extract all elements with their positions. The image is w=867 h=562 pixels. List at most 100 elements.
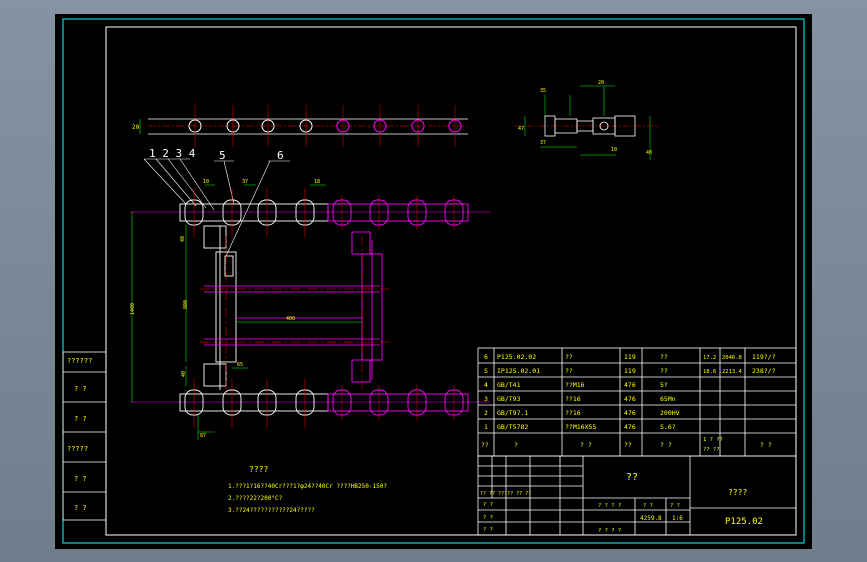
parts-table-grid: [477, 347, 797, 457]
parts-cell-no: 1: [484, 423, 488, 431]
parts-cell-total-weight: 2046.8: [722, 355, 742, 361]
parts-cell-material: 200HV: [660, 409, 680, 417]
note-line: 1.???1?16??40Cr???1?φ24??40Cr ????HB250-…: [228, 483, 387, 490]
parts-cell-name: ??M16X55: [565, 423, 596, 431]
stage-label: ? ? ? ?: [598, 503, 621, 509]
parts-cell-qty: 476: [624, 423, 636, 431]
side-label: ?????: [67, 445, 88, 453]
parts-cell-unit-weight: 18.6: [703, 369, 716, 375]
note-line: 2.????22?200°C?: [228, 495, 283, 502]
parts-cell-code: IP125.02.01: [497, 367, 540, 375]
parts-cell-note: 119?/?: [752, 353, 776, 361]
parts-header-weight: 1 ? ??: [703, 437, 723, 443]
lower-chain-row: [130, 378, 490, 428]
dim-label: 20: [598, 80, 604, 86]
parts-cell-code: GB/T41: [497, 381, 521, 389]
note-line: 3.??24???????????24?????: [228, 507, 315, 514]
title-right: ????: [728, 488, 747, 497]
dim-label: 1400: [130, 303, 136, 315]
dim-label: 40: [181, 371, 187, 377]
balloon-6: 6: [277, 149, 284, 162]
dim-label: 35: [540, 88, 546, 94]
parts-cell-unit-weight: 17.2: [703, 355, 716, 361]
parts-cell-code: P125.02.02: [497, 353, 536, 361]
parts-cell-name: ??: [565, 367, 573, 375]
side-label: ??????: [67, 357, 92, 365]
dim-label: 10: [611, 147, 617, 153]
parts-header-no: ??: [481, 441, 489, 449]
cross-members: [204, 285, 380, 346]
balloon-5: 5: [219, 149, 226, 162]
parts-cell-total-weight: 2213.4: [722, 369, 743, 375]
dim-label: 37: [540, 140, 546, 146]
parts-cell-qty: 119: [624, 353, 636, 361]
parts-cell-note: 238?/?: [752, 367, 776, 375]
scale-label: ? ?: [670, 503, 680, 509]
parts-cell-qty: 119: [624, 367, 636, 375]
parts-header-weight-sub: ?? ??: [703, 447, 720, 453]
right-frame: [351, 231, 383, 383]
sheet-label: ? ? ? ?: [598, 528, 621, 534]
side-label: ? ?: [74, 504, 87, 512]
dim-label: 18: [314, 179, 320, 185]
side-label: ? ?: [74, 415, 87, 423]
dim-label: 65: [237, 362, 243, 368]
parts-cell-code: GB/T93: [497, 395, 521, 403]
dim-label: 10: [203, 179, 209, 185]
parts-cell-material: ??: [660, 353, 668, 361]
title-row-label: ? ?: [483, 515, 493, 521]
top-chain-view: [139, 105, 470, 147]
parts-cell-name: ??M16: [565, 381, 585, 389]
title-center: ??: [626, 472, 638, 483]
dim-label: 37: [242, 179, 248, 185]
dim-label: 87: [200, 433, 206, 439]
side-label: ? ?: [74, 385, 87, 393]
side-label: ? ?: [74, 475, 87, 483]
dim-label: 40: [646, 150, 652, 156]
inner-frame: [105, 26, 797, 536]
parts-cell-qty: 476: [624, 381, 636, 389]
parts-header-name: ? ?: [580, 441, 592, 449]
dim-label: 20: [132, 124, 140, 131]
balloon-group: 1 2 3 4: [149, 147, 196, 160]
title-row-label: ? ?: [483, 502, 493, 508]
parts-cell-no: 5: [484, 367, 488, 375]
balloon-leaders: [143, 158, 290, 257]
parts-header-note: ? ?: [760, 441, 772, 449]
drawing-number: P125.02: [725, 517, 763, 527]
parts-header-qty: ??: [624, 441, 632, 449]
parts-cell-no: 2: [484, 409, 488, 417]
parts-header-code: ?: [514, 441, 518, 449]
title-row-label: ? ?: [483, 527, 493, 533]
weight-value: 4259.8: [640, 515, 662, 522]
parts-cell-no: 4: [484, 381, 488, 389]
outer-frame: [62, 18, 805, 544]
weight-label: ? ?: [643, 503, 653, 509]
side-label-column: [62, 351, 107, 521]
parts-table: 6 P125.02.02?? 119?? 17.2 2046.8 119?/? 5 IP125…: [484, 353, 776, 431]
upper-chain-row: [130, 188, 490, 238]
notes-title: ????: [249, 465, 268, 474]
dim-label: 400: [286, 316, 295, 322]
parts-cell-no: 6: [484, 353, 488, 361]
drawing-sheet: [55, 14, 812, 549]
parts-cell-name: ??16: [565, 395, 581, 403]
parts-cell-code: GB/T97.1: [497, 409, 528, 417]
dim-label: 800: [183, 300, 189, 309]
detail-view: [515, 85, 660, 160]
center-lines: [200, 236, 390, 398]
parts-cell-qty: 476: [624, 395, 636, 403]
title-row-label: ?? ?? ????? ?? ??: [480, 491, 531, 497]
dim-label: 40: [180, 236, 186, 242]
parts-cell-material: 5.6?: [660, 423, 676, 431]
dim-label: 47: [518, 126, 524, 132]
parts-cell-material: ??: [660, 367, 668, 375]
parts-cell-name: ??16: [565, 409, 581, 417]
parts-header-mat: ? ?: [660, 441, 672, 449]
parts-cell-name: ??: [565, 353, 573, 361]
title-block-grid: [477, 455, 797, 536]
parts-cell-code: GB/T5782: [497, 423, 528, 431]
parts-cell-material: 5?: [660, 381, 668, 389]
parts-cell-material: 65Mn: [660, 395, 676, 403]
